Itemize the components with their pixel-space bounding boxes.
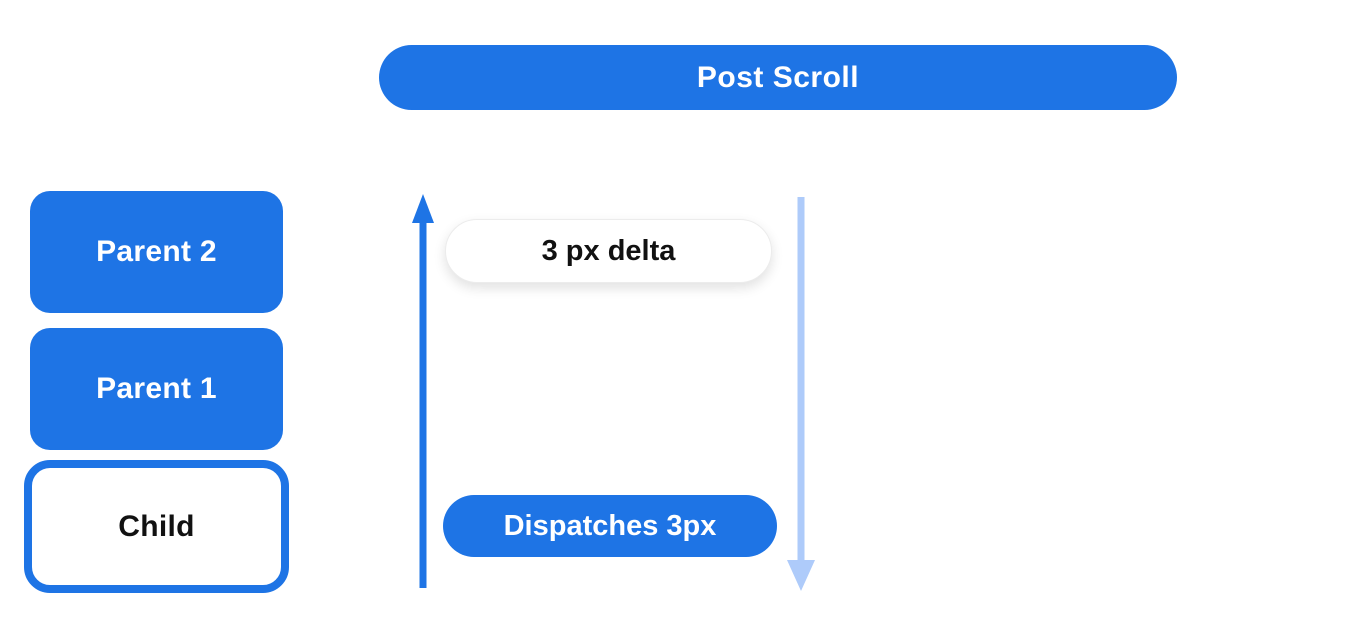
dispatches-pill: Dispatches 3px: [443, 495, 777, 557]
node-parent-1: Parent 1: [30, 328, 283, 450]
node-parent-2-label: Parent 2: [96, 235, 217, 268]
node-parent-2: Parent 2: [30, 191, 283, 313]
down-arrow-icon: [787, 197, 815, 591]
delta-pill-label: 3 px delta: [541, 234, 676, 267]
node-parent-1-label: Parent 1: [96, 372, 217, 405]
post-scroll-pill: Post Scroll: [379, 45, 1177, 110]
dispatches-pill-label: Dispatches 3px: [503, 509, 717, 542]
up-arrow-icon: [412, 194, 434, 588]
post-scroll-label: Post Scroll: [696, 60, 860, 94]
delta-pill: 3 px delta: [445, 219, 772, 283]
node-child: Child: [24, 460, 289, 593]
node-child-label: Child: [118, 509, 195, 543]
